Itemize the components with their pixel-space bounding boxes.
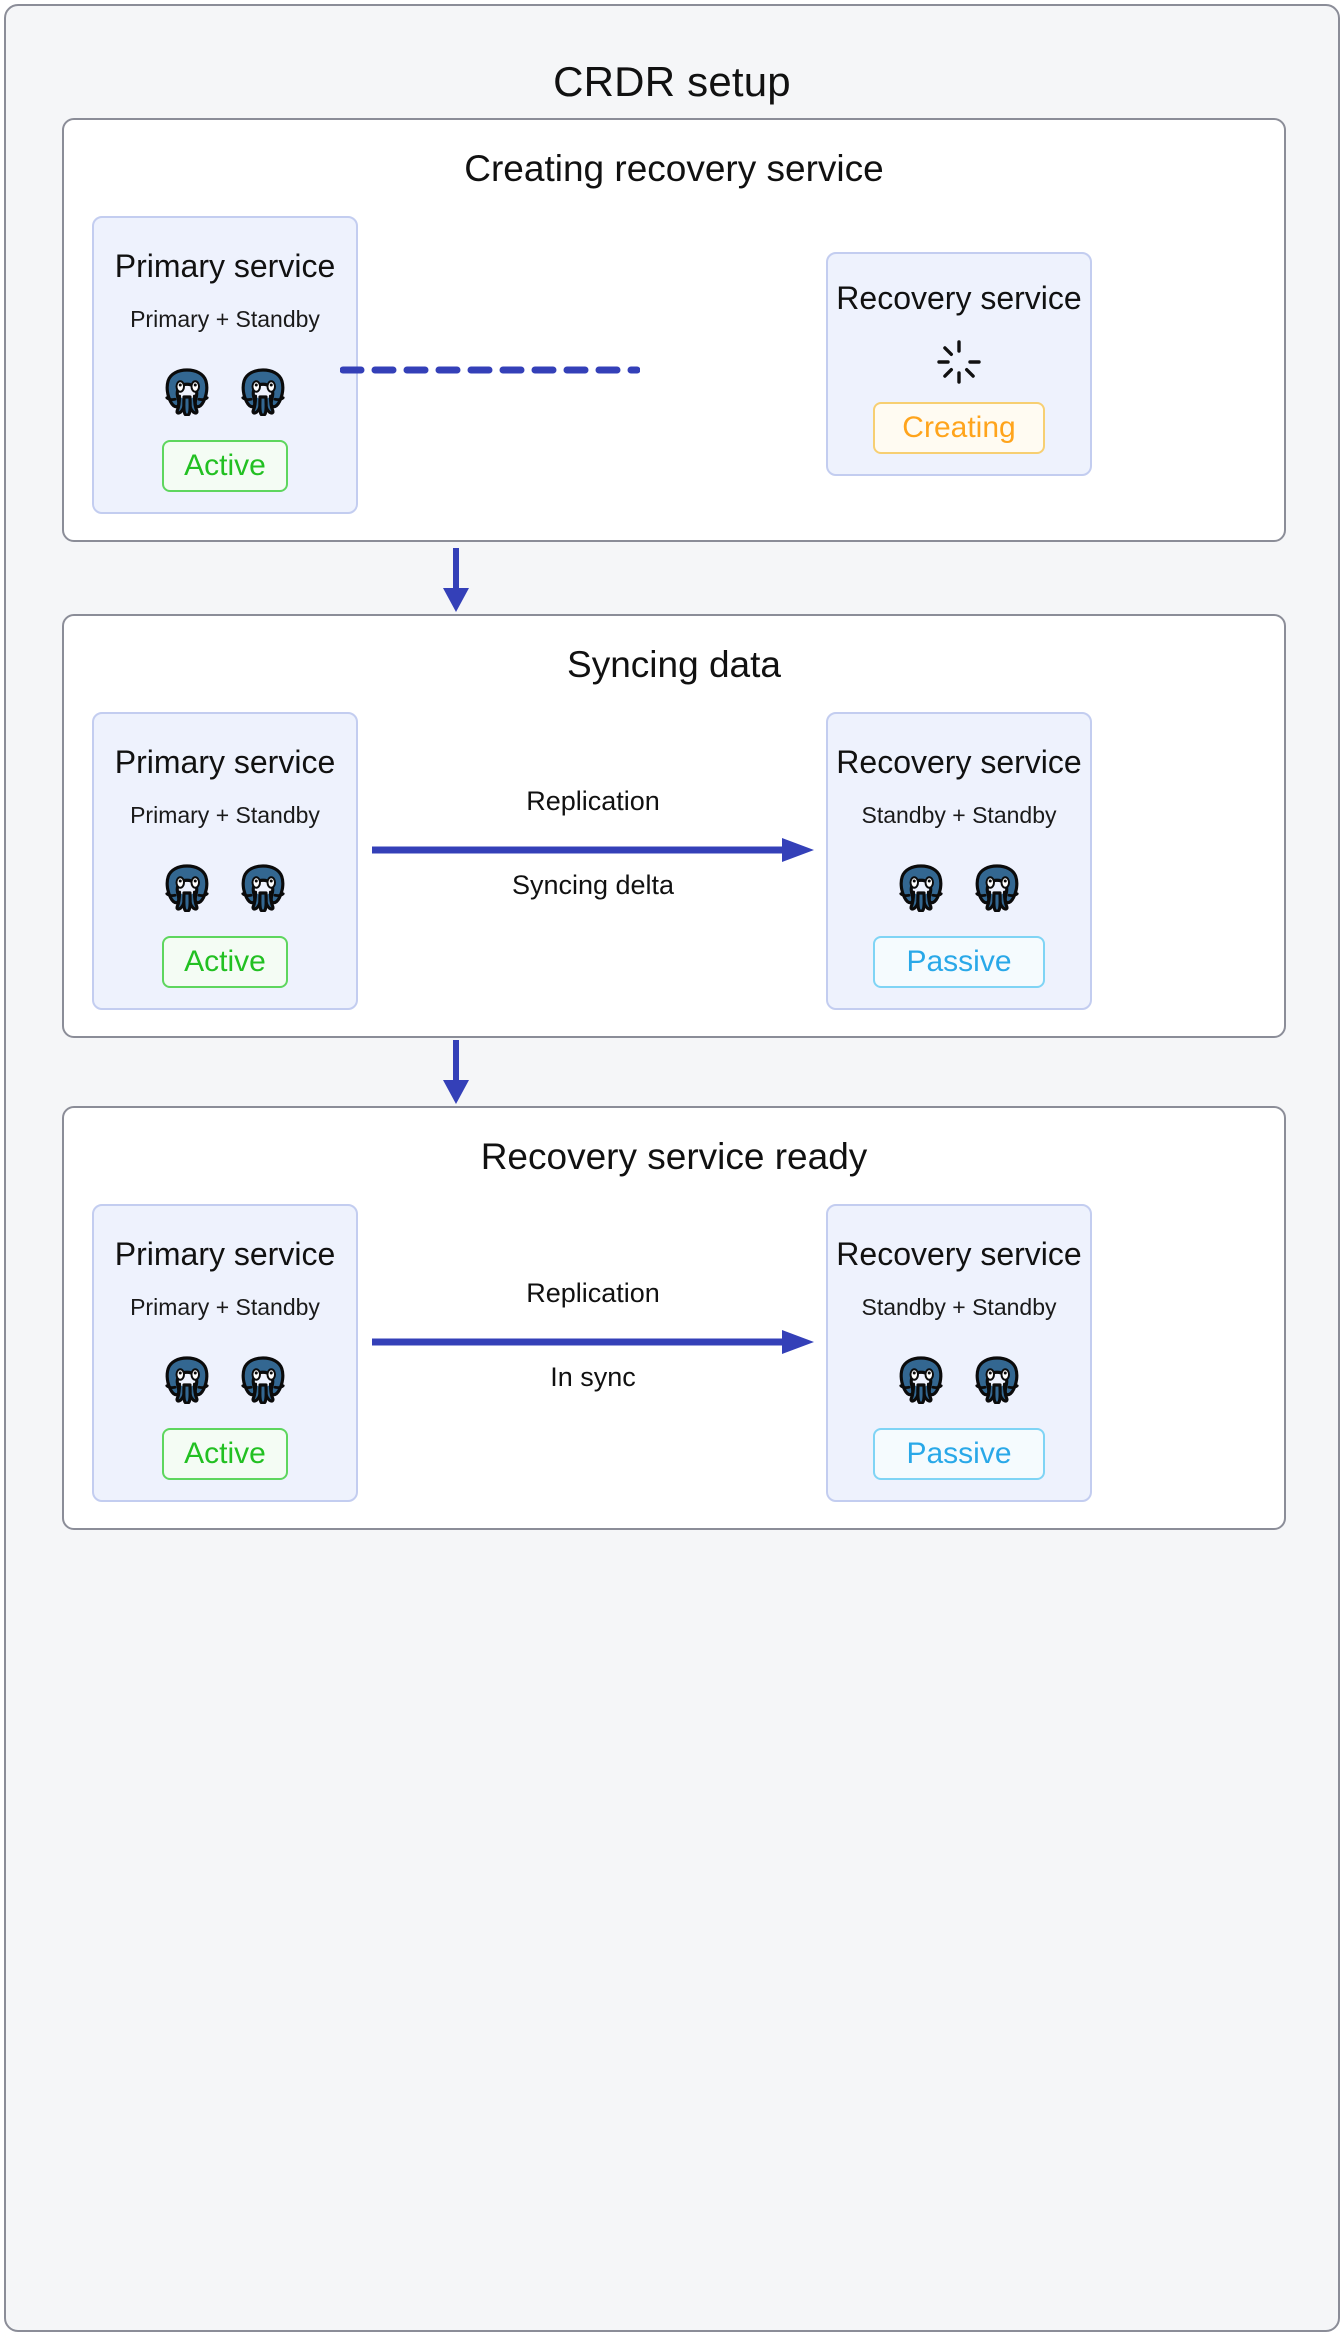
status-badge[interactable]: Passive xyxy=(873,936,1045,988)
service-card-recovery[interactable]: Recovery service Standby + Standby xyxy=(826,712,1092,1010)
flow-arrow-down-1 xyxy=(436,546,476,618)
postgres-elephant-icon xyxy=(163,1354,211,1404)
service-card-primary[interactable]: Primary service Primary + Standby xyxy=(92,1204,358,1502)
connector-label-bottom: Syncing delta xyxy=(511,870,675,900)
service-card-recovery[interactable]: Recovery service Standby + Standby xyxy=(826,1204,1092,1502)
connector-replication: Replication Syncing delta xyxy=(370,786,816,946)
postgres-elephant-icon xyxy=(897,862,945,912)
service-subtitle: Primary + Standby xyxy=(130,1294,320,1320)
service-title: Recovery service xyxy=(836,1236,1082,1272)
stage-title: Recovery service ready xyxy=(480,1136,868,1177)
node-icon-row xyxy=(94,862,356,912)
service-card-recovery[interactable]: Recovery service Creating xyxy=(826,252,1092,476)
service-card-primary[interactable]: Primary service Primary + Standby xyxy=(92,712,358,1010)
stage-title: Syncing data xyxy=(567,644,781,685)
status-badge[interactable]: Passive xyxy=(873,1428,1045,1480)
postgres-elephant-icon xyxy=(163,862,211,912)
node-icon-row xyxy=(94,1354,356,1404)
node-icon-row xyxy=(828,862,1090,912)
diagram-canvas: CRDR setup Creating recovery service Pri… xyxy=(4,4,1340,2332)
flow-arrow-down-2 xyxy=(436,1038,476,1110)
status-badge[interactable]: Active xyxy=(162,440,288,492)
stage-panel-creating-recovery-service: Creating recovery service Primary servic… xyxy=(62,118,1286,542)
postgres-elephant-icon xyxy=(973,862,1021,912)
service-title: Recovery service xyxy=(836,744,1082,780)
service-title: Primary service xyxy=(114,744,336,780)
postgres-elephant-icon xyxy=(973,1354,1021,1404)
postgres-elephant-icon xyxy=(239,862,287,912)
service-subtitle: Primary + Standby xyxy=(130,802,320,828)
postgres-elephant-icon xyxy=(239,366,287,416)
connector-label-top: Replication xyxy=(526,786,660,816)
service-title: Primary service xyxy=(114,1236,336,1272)
service-subtitle: Standby + Standby xyxy=(861,802,1057,828)
node-icon-row xyxy=(828,1354,1090,1404)
page-title: CRDR setup xyxy=(553,58,791,105)
loading-spinner-icon xyxy=(935,338,983,386)
connector-replication: Replication In sync xyxy=(370,1278,816,1438)
service-card-primary[interactable]: Primary service Primary + Standby xyxy=(92,216,358,514)
service-subtitle: Primary + Standby xyxy=(130,306,320,332)
node-icon-row xyxy=(94,366,356,416)
status-badge[interactable]: Active xyxy=(162,1428,288,1480)
connector-dashed xyxy=(340,366,640,374)
postgres-elephant-icon xyxy=(163,366,211,416)
service-subtitle: Standby + Standby xyxy=(861,1294,1057,1320)
postgres-elephant-icon xyxy=(897,1354,945,1404)
stage-title: Creating recovery service xyxy=(464,148,884,189)
service-title: Recovery service xyxy=(836,280,1082,316)
connector-label-top: Replication xyxy=(526,1278,660,1308)
stage-panel-recovery-service-ready: Recovery service ready Primary service P… xyxy=(62,1106,1286,1530)
postgres-elephant-icon xyxy=(239,1354,287,1404)
service-title: Primary service xyxy=(114,248,336,284)
connector-label-bottom: In sync xyxy=(550,1362,636,1392)
status-badge[interactable]: Active xyxy=(162,936,288,988)
status-badge[interactable]: Creating xyxy=(873,402,1045,454)
stage-panel-syncing-data: Syncing data Primary service Primary + S… xyxy=(62,614,1286,1038)
